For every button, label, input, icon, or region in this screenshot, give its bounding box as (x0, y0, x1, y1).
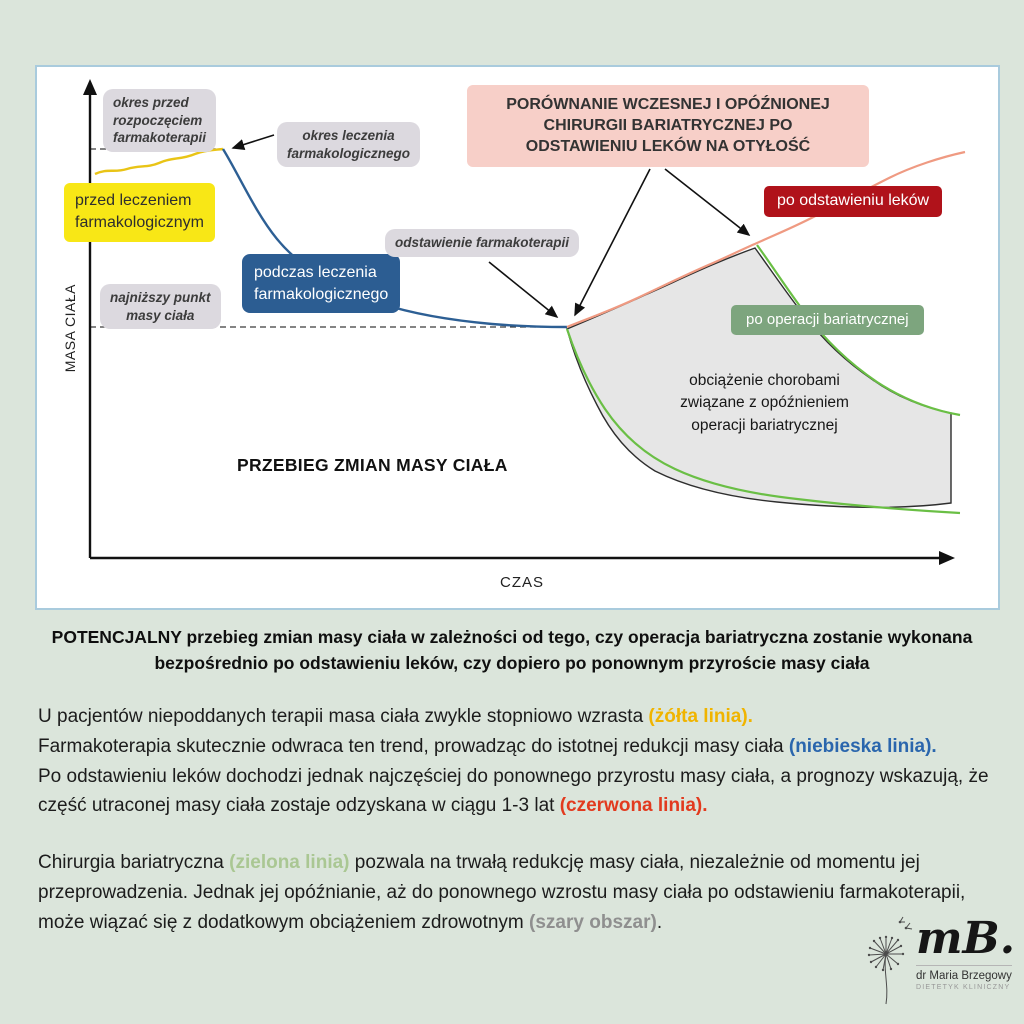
green-line-early-surgery (565, 328, 961, 515)
chart-comparison-title: PORÓWNANIE WCZESNEJ I OPÓŹNIONEJ CHIRURG… (467, 85, 869, 168)
p2-highlight-green-line: (zielona linia) (229, 852, 350, 873)
label-treatment-period: okres leczenia farmakologicznego (277, 122, 421, 168)
figure-caption: POTENCJALNY przebieg zmian masy ciała w … (51, 627, 973, 674)
paragraph-pharmacotherapy: U pacjentów niepoddanych terapii masa ci… (38, 702, 990, 821)
logo-title: DIETETYK KLINICZNY (916, 984, 1011, 992)
body-mass-chart (83, 79, 966, 565)
chart-panel: PORÓWNANIE WCZESNEJ I OPÓŹNIONEJ CHIRURG… (35, 65, 1000, 610)
label-before-treatment: przed leczeniem farmakologicznym (64, 183, 215, 242)
arrow-to-peak (231, 134, 275, 150)
red-line-after-stopping-drugs (566, 150, 966, 329)
logo-monogram: mB. (916, 913, 1016, 964)
arrow-comparison-to-nadir (574, 168, 651, 317)
label-during-treatment: podczas leczenia farmakologicznego (242, 254, 401, 314)
p2-text-2: pozwala na trwałą redukcję masy ciała, n… (38, 852, 966, 933)
paragraph-bariatric-surgery: Chirurgia bariatryczna (zielona linia) p… (38, 848, 990, 937)
arrow-comparison-to-delayed-point (664, 168, 751, 236)
label-after-stopping-drugs: po odstawieniu leków (764, 186, 943, 217)
chart-inner-title: PRZEBIEG ZMIAN MASY CIAŁA (237, 455, 508, 475)
dandelion-icon (867, 916, 913, 1005)
brand-logo: mB. dr Maria Brzegowy DIETETYK KLINICZNY (858, 912, 1018, 1008)
y-axis-label: MASA CIAŁA (61, 283, 78, 373)
p2-text-end: . (656, 911, 663, 933)
p1-text-3: Po odstawieniu leków dochodzi jednak naj… (38, 765, 989, 817)
p2-text-1: Chirurgia bariatryczna (38, 852, 230, 873)
p1-highlight-red-line: (czerwona linia). (559, 795, 708, 817)
label-stopping-pharmacotherapy: odstawienie farmakoterapii (385, 229, 580, 257)
p1-text-1: U pacjentów niepoddanych terapii masa ci… (38, 706, 649, 727)
green-line-delayed-surgery (756, 244, 961, 417)
arrow-label-to-nadir (488, 261, 559, 319)
label-lowest-body-mass: najniższy punkt masy ciała (100, 284, 221, 330)
label-disease-burden: obciążenie chorobami związane z opóźnien… (680, 372, 849, 434)
p1-highlight-blue-line: (niebieska linia). (788, 735, 937, 757)
x-axis-arrowhead (939, 551, 955, 565)
p1-highlight-yellow-line: (żółta linia). (648, 706, 753, 727)
p1-text-2: Farmakoterapia skutecznie odwraca ten tr… (38, 735, 789, 757)
label-period-before-pharmacotherapy: okres przed rozpoczęciem farmakoterapii (103, 89, 217, 152)
yellow-line-before-treatment (94, 147, 224, 176)
p2-highlight-gray-area: (szary obszar) (529, 911, 657, 933)
y-axis-arrowhead (83, 79, 97, 95)
logo-divider (916, 965, 1012, 967)
logo-name: dr Maria Brzegowy (916, 970, 1012, 983)
label-after-bariatric-surgery: po operacji bariatrycznej (731, 305, 924, 335)
x-axis-label: CZAS (499, 574, 544, 591)
